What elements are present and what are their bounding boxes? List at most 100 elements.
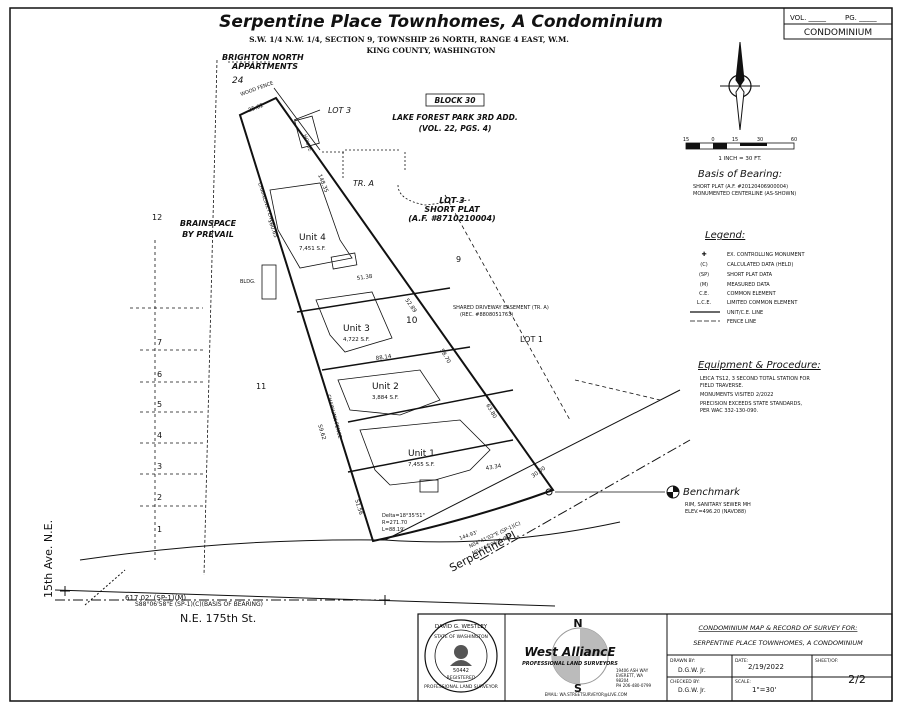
- small-annotations: WOOD FENCE HOUSE BLDG. SHARED DRIVEWAY E…: [240, 80, 549, 556]
- scale-tick-60: 60: [791, 137, 797, 143]
- company-logo: N S West AlliancE PROFESSIONAL LAND SURV…: [522, 617, 651, 697]
- pg-label: PG. _____: [845, 14, 877, 22]
- unit-2-name: Unit 2: [372, 382, 399, 392]
- dim-148-35: 148.35: [316, 174, 329, 195]
- unit-2-area: 3,884 S.F.: [372, 395, 399, 401]
- tb-drawn-label: DRAWN BY:: [670, 658, 695, 664]
- legend-text-monument: EX. CONTROLLING MONUMENT: [727, 252, 806, 258]
- left-lot-2: 2: [157, 493, 162, 502]
- short-plat: SHORT PLAT: [424, 205, 480, 214]
- lot-3-short-plat: LOT 3: [439, 196, 465, 205]
- tb-sheet-label: SHEET/OF:: [815, 658, 839, 664]
- left-lot-1: 1: [157, 525, 162, 534]
- benchmark-line-2: ELEV.=496.20 (NAVD88): [685, 509, 746, 515]
- company-sub: PROFESSIONAL LAND SURVEYORS: [522, 661, 618, 667]
- equip-line-3: MONUMENTS VISITED 2/2022: [700, 392, 773, 398]
- seal-registered: REGISTERED: [447, 675, 476, 681]
- surrounding-labels: BRIGHTON NORTH APPARTMENTS 24 LOT 3 BLOC…: [180, 53, 518, 239]
- legend-title: Legend:: [705, 230, 745, 241]
- monument-marks: [60, 488, 553, 605]
- background-lot-lines: [130, 59, 661, 576]
- building-footprints: [269, 182, 491, 493]
- equip-line-2: FIELD TRAVERSE.: [700, 383, 744, 389]
- short-plat-af: (A.F. #8710210004): [408, 214, 495, 223]
- brighton-north: BRIGHTON NORTH: [222, 53, 304, 62]
- legend-sym-m: (M): [700, 282, 708, 288]
- dim-51-38: 51.38: [356, 274, 373, 282]
- brainspace: BRAINSPACE: [180, 219, 237, 228]
- basis-of-bearing: Basis of Bearing: SHORT PLAT (A.F. #2012…: [693, 169, 796, 197]
- title-block: [417, 613, 893, 702]
- curve-delta: Delta=18°35'51": [382, 513, 425, 519]
- company-addr-3: 98204: [616, 678, 629, 683]
- scale-tick-30: 30: [757, 137, 763, 143]
- legend-sym-sp: (SP): [699, 272, 709, 278]
- benchmark-line-1: RIM, SANITARY SEWER MH: [685, 502, 751, 508]
- company-name: West AlliancE: [524, 645, 616, 659]
- tract-a: TR. A: [353, 179, 374, 188]
- left-lot-6: 6: [157, 370, 162, 379]
- lot-24: 24: [232, 76, 244, 86]
- unit-4-area: 7,451 S.F.: [299, 246, 326, 252]
- lot-9: 9: [456, 255, 461, 264]
- legend-text-lce: LIMITED COMMON ELEMENT: [727, 300, 798, 306]
- lot-10: 10: [406, 316, 418, 326]
- street-15th: 15th Ave. N.E.: [42, 520, 55, 598]
- legend-sym-calc: (C): [700, 262, 707, 268]
- condominium-label: CONDOMINIUM: [804, 28, 872, 38]
- seal-number: 50442: [453, 668, 469, 674]
- lake-forest-park: LAKE FOREST PARK 3RD ADD.: [392, 113, 517, 122]
- block-30: BLOCK 30: [435, 96, 476, 105]
- basis-title: Basis of Bearing:: [698, 169, 782, 180]
- tb-drawn-value: D.G.W. Jr.: [678, 667, 706, 674]
- lot-numbers: 9 10 11 12 LOT 1 7 6 5 4 3 2 1: [152, 213, 543, 534]
- unit-3-name: Unit 3: [343, 324, 370, 334]
- legend-sym-ce: C.E.: [699, 291, 709, 297]
- company-addr-2: EVERETT, WA: [616, 673, 643, 678]
- legend-text-fence: FENCE LINE: [727, 319, 756, 325]
- vol-label: VOL. _____: [790, 14, 827, 22]
- unit-3-area: 4,722 S.F.: [343, 337, 370, 343]
- lot-12: 12: [152, 213, 162, 222]
- tb-checked-value: D.G.W. Jr.: [678, 687, 706, 694]
- basis-line-2: MONUMENTED CENTERLINE (AS-SHOWN): [693, 191, 796, 197]
- street-lines: [54, 389, 691, 607]
- dim-59-62: 59.62: [316, 424, 326, 441]
- dim-63-80: 63.80: [484, 403, 497, 420]
- dim-51-56: 51.56: [353, 499, 363, 516]
- equipment-title: Equipment & Procedure:: [698, 360, 821, 371]
- logo-n: N: [573, 617, 582, 630]
- equipment-procedure: Equipment & Procedure: LEICA TS12, 3 SEC…: [698, 360, 821, 414]
- tb-sheet-value: 2/2: [848, 673, 866, 686]
- scale-tick-15a: 15: [683, 137, 689, 143]
- legend-sym-lce: L.C.E.: [697, 300, 712, 306]
- unit-1-area: 7,455 S.F.: [408, 462, 435, 468]
- volume-page-box: VOL. _____ PG. _____ CONDOMINIUM: [783, 7, 893, 40]
- dim-25-02: 25.02: [248, 103, 265, 114]
- benchmark: Benchmark RIM, SANITARY SEWER MH ELEV.=4…: [555, 485, 751, 515]
- logo-s: S: [574, 682, 582, 695]
- unit-4-name: Unit 4: [299, 233, 326, 243]
- legend-text-m: MEASURED DATA: [727, 282, 770, 288]
- left-lot-7: 7: [157, 338, 162, 347]
- lot-3-block: LOT 3: [328, 106, 351, 115]
- tb-date-label: DATE:: [735, 658, 748, 664]
- left-lot-4: 4: [157, 431, 162, 440]
- scale-caption: 1 INCH = 30 FT.: [718, 156, 762, 162]
- brighton-appartments: APPARTMENTS: [231, 62, 298, 71]
- lake-forest-park-vol: (VOL. 22, PGS. 4): [419, 124, 492, 133]
- dim-88-14: 88.14: [375, 354, 392, 362]
- company-email: EMAIL: WA.STREETSURVEYOR@LIVE.COM: [545, 692, 628, 697]
- equip-line-1: LEICA TS12, 3 SECOND TOTAL STATION FOR: [700, 376, 810, 382]
- scale-tick-15b: 15: [732, 137, 738, 143]
- equip-line-5: PER WAC 332-130-090.: [700, 408, 759, 414]
- legend: Legend: ✚ EX. CONTROLLING MONUMENT (C) C…: [690, 230, 806, 325]
- legend-text-ce: COMMON ELEMENT: [727, 291, 777, 297]
- shared-driveway: SHARED DRIVEWAY EASEMENT (TR. A): [453, 305, 549, 311]
- company-addr-1: 19406 ASH WAY: [616, 668, 649, 673]
- shared-driveway-rec: (REC. #8808051763): [460, 312, 513, 318]
- surveyor-seal: DAVID G. WESTLEY STATE OF WASHINGTON 504…: [424, 619, 498, 693]
- curve-radius: R=271.70: [382, 520, 407, 526]
- left-lot-5: 5: [157, 400, 162, 409]
- dim-52-89: 52.89: [403, 298, 417, 315]
